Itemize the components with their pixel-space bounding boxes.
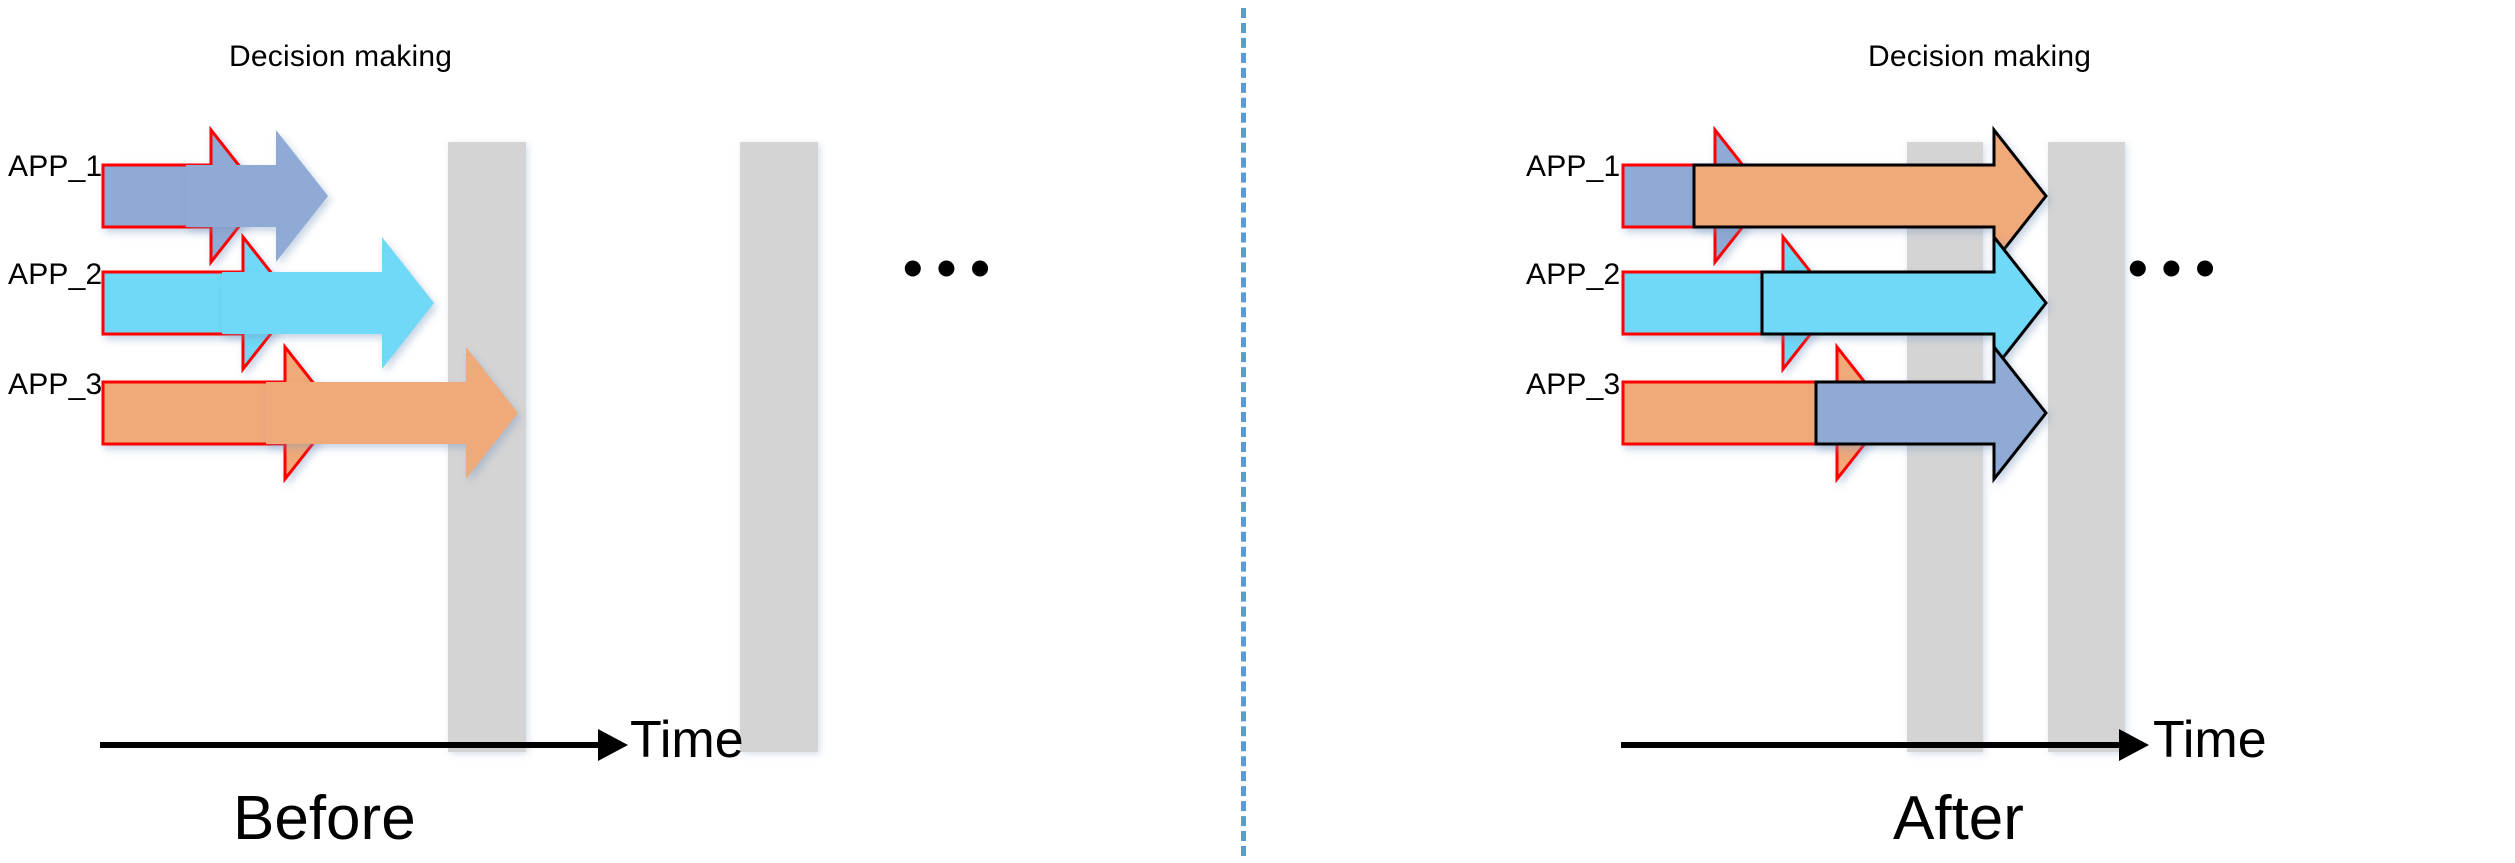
app-label-app1: APP_1 [8,150,103,183]
panel-divider [1241,8,1246,856]
continuation-ellipsis: ••• [2128,236,2229,299]
after-app3-segment-2 [1814,342,2048,484]
panel-caption-after: After [1893,784,2024,853]
panel-caption-before: Before [233,784,416,853]
before-app1-segment-2 [186,130,328,262]
decision-band-2 [740,142,818,752]
before-app2-segment-2 [222,237,434,369]
after-app1-segment-2 [1692,125,2048,267]
decision-making-label: Decision making [229,40,453,73]
panel-after: Decision making APP_1 APP_2 APP_3 ••• Ti… [1243,0,2515,863]
time-axis-label: Time [2153,711,2267,769]
after-app2-segment-2 [1760,232,2048,374]
decision-band-1 [1907,142,1983,752]
app-label-app1: APP_1 [1526,150,1621,183]
time-axis-line [1621,742,2121,748]
time-axis-arrowhead [598,729,628,761]
before-app2-segment-1 [101,232,297,374]
after-app3-segment-1 [1621,342,1891,484]
decision-band-2 [2048,142,2125,752]
panel-before: Decision making APP_1 APP_2 APP_3 ••• Ti… [0,0,1243,863]
after-app2-segment-1 [1621,232,1837,374]
decision-making-label: Decision making [1868,40,2092,73]
time-axis-arrowhead [2119,729,2149,761]
app-label-app2: APP_2 [1526,258,1621,291]
continuation-ellipsis: ••• [903,236,1004,299]
app-label-app3: APP_3 [1526,368,1621,401]
time-axis-line [100,742,600,748]
app-label-app3: APP_3 [8,368,103,401]
before-app3-segment-2 [266,347,518,479]
app-label-app2: APP_2 [8,258,103,291]
before-app1-segment-1 [101,125,265,267]
time-axis-label: Time [630,711,744,769]
before-app3-segment-1 [101,342,339,484]
